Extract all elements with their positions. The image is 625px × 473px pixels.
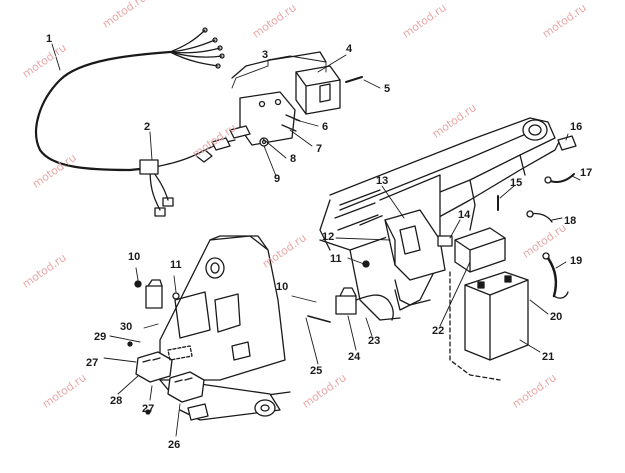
callout-9: 9 <box>274 173 280 185</box>
callout-12: 12 <box>322 231 334 243</box>
callout-18: 18 <box>564 215 576 227</box>
mounting-plate <box>127 235 291 421</box>
callout-16: 16 <box>570 121 582 133</box>
callout-8: 8 <box>290 153 296 165</box>
callout-5: 5 <box>384 83 390 95</box>
callout-3: 3 <box>262 49 268 61</box>
callout-27a: 27 <box>86 357 98 369</box>
callout-13: 13 <box>376 175 388 187</box>
wiring-harness <box>35 27 236 217</box>
leader-lines <box>51 43 581 437</box>
callout-28: 28 <box>110 395 122 407</box>
callout-2: 2 <box>144 121 150 133</box>
callout-7: 7 <box>316 143 322 155</box>
battery-bracket <box>384 209 453 306</box>
callout-1: 1 <box>46 33 52 45</box>
callout-21: 21 <box>542 351 554 363</box>
solenoid <box>307 260 394 323</box>
callout-26: 26 <box>168 439 180 451</box>
tail-light-assembly <box>211 51 363 151</box>
callout-11b: 11 <box>330 253 342 265</box>
callout-14: 14 <box>458 209 471 221</box>
callout-15: 15 <box>510 177 522 189</box>
callout-20: 20 <box>550 311 562 323</box>
callout-23: 23 <box>368 335 380 347</box>
callout-27b: 27 <box>142 403 154 415</box>
callout-24: 24 <box>348 351 361 363</box>
callout-17: 17 <box>580 167 592 179</box>
battery <box>449 227 529 381</box>
callout-11a: 11 <box>170 259 182 271</box>
callout-6: 6 <box>322 121 328 133</box>
callout-30: 30 <box>120 321 132 333</box>
callout-22: 22 <box>432 325 444 337</box>
callout-labels: 1 2 3 4 5 6 7 8 9 10 10 11 11 12 13 14 1… <box>46 33 592 451</box>
callout-10a: 10 <box>128 251 140 263</box>
callout-25: 25 <box>310 365 322 377</box>
callout-29: 29 <box>94 331 106 343</box>
callout-4: 4 <box>346 43 353 55</box>
callout-10b: 10 <box>276 281 288 293</box>
callout-19: 19 <box>570 255 582 267</box>
